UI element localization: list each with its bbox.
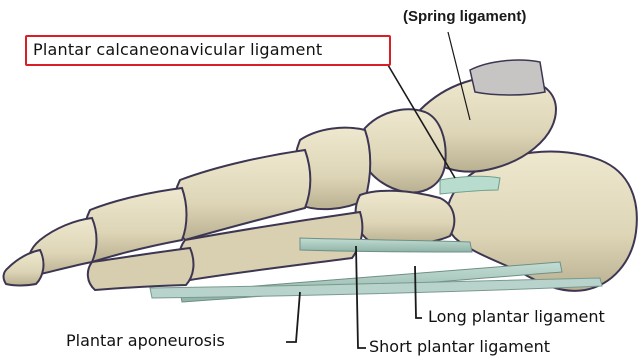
phalanx-bone [4, 250, 44, 286]
short-plantar-ligament-band [300, 238, 472, 252]
spring-ligament-label: (Spring ligament) [403, 9, 526, 24]
long-plantar-ligament-label: Long plantar ligament [428, 309, 605, 325]
tibia-stub [470, 60, 545, 95]
leader-line-aponeurosis [286, 292, 300, 342]
plantar-calcaneonavicular-label: Plantar calcaneonavicular ligament [33, 42, 322, 58]
short-plantar-ligament-label: Short plantar ligament [369, 339, 550, 355]
leader-line-short-plantar [356, 246, 366, 348]
plantar-aponeurosis-label: Plantar aponeurosis [66, 333, 225, 349]
navicular-bone [359, 109, 445, 192]
cuboid-bone [356, 191, 455, 244]
